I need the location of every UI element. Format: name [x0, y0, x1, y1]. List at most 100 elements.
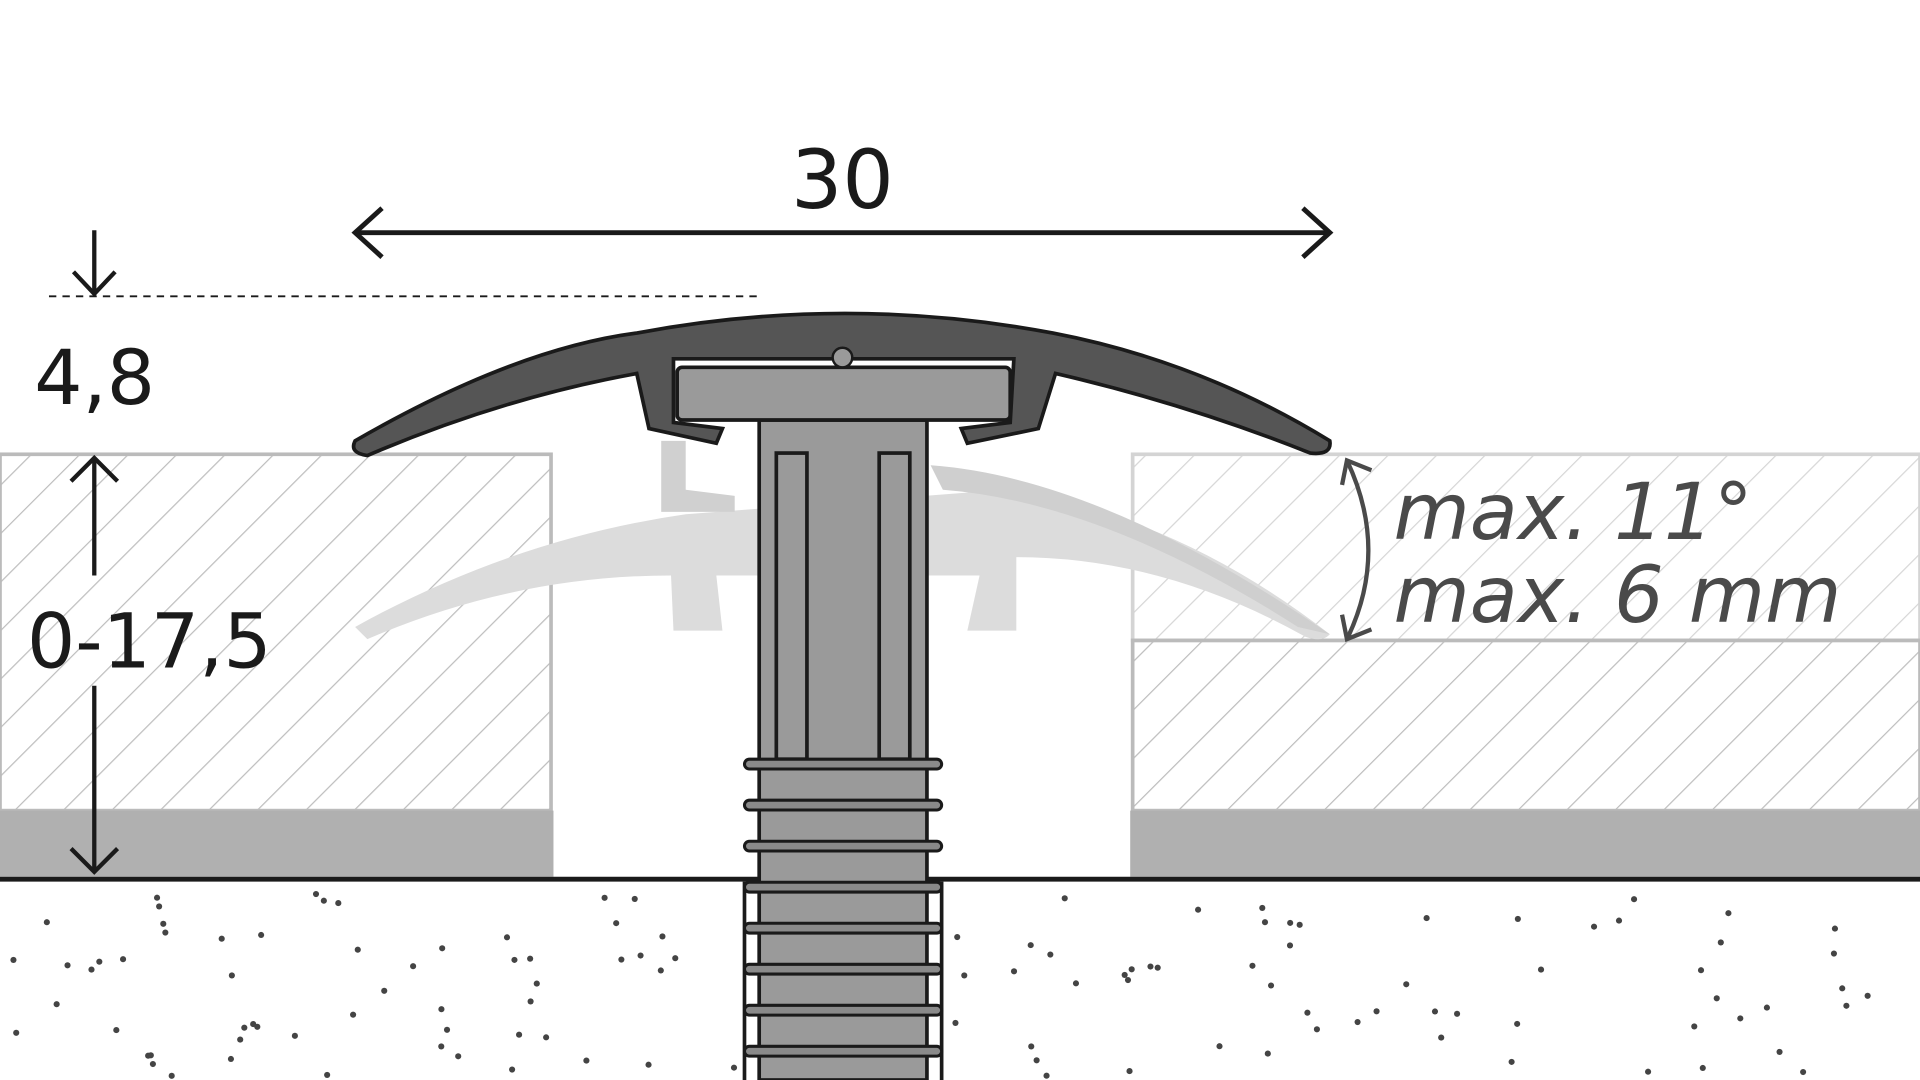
- concrete-dot: [1725, 910, 1732, 917]
- concrete-dot: [583, 1057, 590, 1064]
- concrete-dot: [1043, 1072, 1050, 1079]
- concrete-dot: [1514, 915, 1521, 923]
- concrete-dot: [657, 967, 664, 974]
- dowel-rib: [742, 962, 944, 976]
- concrete-dot: [312, 890, 320, 898]
- concrete-dot: [1431, 1008, 1439, 1015]
- concrete-dot: [954, 933, 961, 941]
- concrete-dot: [228, 972, 235, 979]
- concrete-dot: [1373, 1008, 1380, 1015]
- concrete-dot: [1713, 995, 1720, 1002]
- concrete-dot: [1121, 971, 1128, 978]
- dowel-rib: [742, 880, 944, 894]
- concrete-dot: [1403, 981, 1410, 988]
- concrete-dot: [250, 1021, 257, 1028]
- concrete-dot: [10, 956, 17, 964]
- concrete-dot: [1737, 1015, 1744, 1022]
- concrete-dot: [631, 895, 638, 902]
- profile-height-arrow: [71, 230, 117, 297]
- concrete-dot: [1800, 1068, 1807, 1076]
- width-label: 30: [791, 134, 894, 228]
- concrete-dot: [511, 956, 518, 963]
- concrete-dot: [1027, 942, 1034, 949]
- concrete-dot: [1831, 925, 1839, 932]
- concrete-dot: [168, 1072, 175, 1079]
- concrete-dot: [113, 1027, 120, 1034]
- concrete-dot: [258, 931, 265, 939]
- concrete-dot: [516, 1031, 523, 1038]
- concrete-dot: [645, 1061, 652, 1068]
- concrete-dot: [1839, 985, 1846, 992]
- concrete-dot: [443, 1026, 451, 1033]
- concrete-dot: [1354, 1018, 1361, 1026]
- concrete-dot: [162, 929, 169, 936]
- concrete-dot: [509, 1066, 516, 1073]
- concrete-dot: [120, 956, 127, 963]
- dowel-rib: [742, 1044, 944, 1058]
- concrete-dot: [1216, 1043, 1223, 1050]
- concrete-dot: [730, 1064, 738, 1071]
- concrete-dot: [1763, 1004, 1770, 1011]
- concrete-subfloor: [10, 890, 1871, 1079]
- max-angle-note: max. 11°: [1393, 467, 1752, 558]
- concrete-dot: [1717, 939, 1724, 946]
- height-range-arrow: [69, 454, 120, 875]
- concrete-dot: [350, 1011, 357, 1018]
- concrete-dot: [1508, 1058, 1515, 1065]
- concrete-dot: [96, 958, 103, 965]
- concrete-dot: [1537, 966, 1545, 973]
- concrete-dot: [533, 980, 540, 987]
- concrete-dot: [218, 935, 225, 942]
- dowel-rib: [742, 839, 944, 853]
- concrete-dot: [503, 934, 511, 941]
- dowel-rib: [742, 1003, 944, 1017]
- concrete-dot: [1287, 919, 1294, 926]
- concrete-dot: [1124, 976, 1132, 984]
- concrete-dot: [88, 966, 95, 973]
- concrete-dot: [1072, 980, 1080, 987]
- left-underlay: [0, 810, 554, 877]
- concrete-dot: [1691, 1023, 1698, 1030]
- concrete-dot: [527, 955, 534, 962]
- concrete-dot: [410, 963, 417, 970]
- concrete-dot: [160, 920, 167, 927]
- concrete-dot: [438, 1043, 445, 1050]
- concrete-dot: [1267, 982, 1275, 989]
- concrete-dot: [13, 1029, 20, 1036]
- concrete-dot: [1776, 1048, 1783, 1055]
- concrete-dot: [1304, 1009, 1311, 1016]
- concrete-dot: [659, 933, 666, 940]
- angle-arrow: [1339, 457, 1373, 643]
- concrete-dot: [153, 894, 161, 901]
- max-height-difference-note: max. 6 mm: [1393, 550, 1841, 641]
- concrete-dot: [43, 919, 50, 926]
- concrete-dot: [1126, 1068, 1133, 1075]
- concrete-dot: [1864, 992, 1871, 999]
- concrete-dot: [1830, 950, 1838, 957]
- concrete-dot: [1249, 962, 1256, 969]
- concrete-dot: [1264, 1050, 1271, 1057]
- concrete-dot: [601, 894, 608, 901]
- profile-height-label: 4,8: [34, 334, 155, 422]
- concrete-dot: [1843, 1002, 1850, 1009]
- concrete-dot: [1286, 942, 1294, 949]
- concrete-dot: [1615, 917, 1623, 924]
- concrete-dot: [613, 920, 620, 927]
- concrete-dot: [1033, 1057, 1040, 1064]
- concrete-dot: [1195, 906, 1202, 913]
- concrete-dot: [1128, 966, 1135, 973]
- dowel-rib: [742, 921, 944, 935]
- concrete-dot: [637, 952, 644, 959]
- concrete-dot: [324, 1071, 331, 1078]
- concrete-dot: [237, 1036, 244, 1043]
- concrete-dot: [1259, 904, 1266, 912]
- concrete-dot: [961, 972, 968, 979]
- right-floor-covering: [1130, 452, 1920, 877]
- concrete-dot: [438, 1006, 445, 1013]
- concrete-dot: [1313, 1026, 1320, 1033]
- concrete-dot: [543, 1034, 550, 1041]
- concrete-dot: [527, 998, 534, 1005]
- concrete-dot: [320, 897, 327, 904]
- width-dimension: [351, 206, 1334, 259]
- concrete-dot: [1147, 963, 1154, 970]
